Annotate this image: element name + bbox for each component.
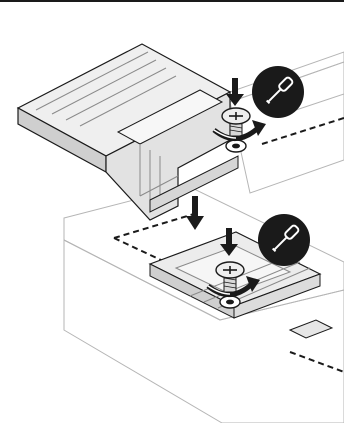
screwdriver-badge-upper (252, 66, 304, 118)
dashed-guide-lines (113, 117, 344, 373)
rotate-clockwise-icon (206, 276, 260, 297)
top-border-line (0, 0, 344, 2)
arrow-down-icon (226, 78, 244, 106)
screwdriver-badge-lower (258, 214, 310, 266)
lower-screw (215, 261, 245, 309)
corner-frame-profile (16, 43, 239, 221)
arrow-down-icon (220, 228, 238, 256)
screwdriver-icon (265, 76, 294, 105)
frame-bottom-lip (149, 155, 239, 213)
screwdriver-icon (271, 224, 300, 253)
arrow-down-icon (186, 196, 204, 230)
frame-inner-corner (116, 89, 224, 145)
rotate-clockwise-icon (212, 120, 266, 141)
